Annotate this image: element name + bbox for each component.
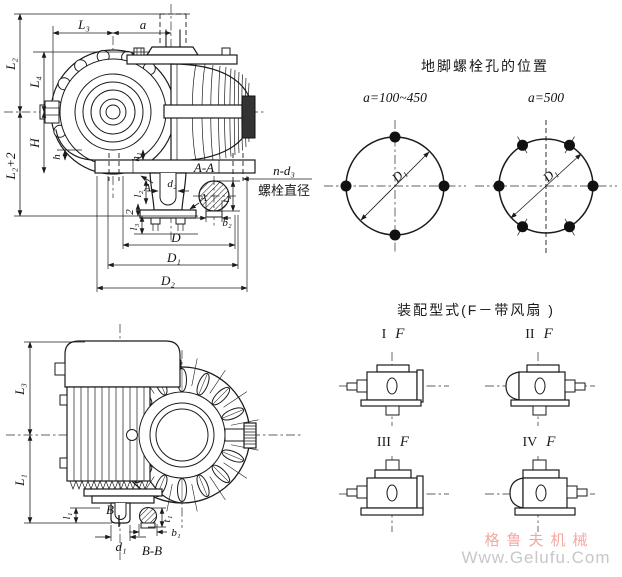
bolt-dot xyxy=(517,221,528,233)
dim-H: H xyxy=(27,138,42,149)
dim-a: a xyxy=(140,17,147,32)
section-b-b xyxy=(118,506,158,529)
fan-hub xyxy=(138,391,257,479)
bolt-dot xyxy=(438,180,450,192)
type-numeral: II xyxy=(525,327,535,342)
dim-h1: h₁ xyxy=(130,152,142,162)
bolt-figure-a500: a=500 D₁ xyxy=(470,90,622,260)
dim-L4: L₄ xyxy=(27,76,42,89)
output-shaft-detail xyxy=(139,172,197,231)
type-suffix: F xyxy=(395,326,405,342)
dim-b2: b₂ xyxy=(222,217,232,229)
plate-bolt xyxy=(133,47,145,56)
cutting-plane-label-b: B xyxy=(106,502,114,517)
dim-d1: d₁ xyxy=(115,539,126,554)
dim-D1: D₁ xyxy=(388,165,409,186)
dim-L2: L₂ xyxy=(3,58,18,71)
wheel-shaft-stub xyxy=(44,100,60,124)
gear-unit-front-view: L₃ L₁ l₁ B t₁ b₁ d₁ B-B xyxy=(6,324,302,560)
bolt-dot xyxy=(587,180,599,192)
watermark: 格鲁夫机械 Www.Gelufu.Com xyxy=(452,532,620,566)
dim-l3: l₃ xyxy=(128,223,140,230)
assembly-diagram-4 xyxy=(485,456,595,532)
dim-D1: D₁ xyxy=(539,164,560,185)
callout-n-d3: n-d₃ xyxy=(273,163,295,178)
bolt-figure-label: a=100~450 xyxy=(363,90,427,105)
dimension-labels: L₃ a L₂ L₂+2 L₄ H h h₁ l₂ 2 l₃ d₂ t₂ b₂ … xyxy=(3,17,310,288)
assembly-type-1: I F xyxy=(320,326,466,430)
grease-fitting xyxy=(126,429,138,441)
assembly-diagram-1 xyxy=(339,352,449,426)
flange-step-1 xyxy=(83,488,163,497)
assembly-type-2: II F xyxy=(466,326,612,430)
bearing-end-cap xyxy=(241,95,256,139)
flange-step-2 xyxy=(91,495,155,504)
dim-t2: t₂ xyxy=(220,195,232,202)
dim-L3: L₃ xyxy=(12,383,27,396)
input-shaft-hidden xyxy=(126,13,238,65)
dim-b1: b₁ xyxy=(171,527,181,539)
dim-L3: L₃ xyxy=(77,17,90,32)
dim-D2: D₂ xyxy=(160,273,175,288)
bolt-circle-6: D₁ xyxy=(475,120,617,254)
section-arrow-a-lower: A xyxy=(199,192,207,204)
dim-L2plus2: L₂+2 xyxy=(3,152,18,181)
dim-t1: t₁ xyxy=(161,515,173,522)
motor-top-housing xyxy=(64,340,181,388)
assembly-type-3: III F xyxy=(320,434,466,538)
adjuster-stem xyxy=(224,428,246,442)
dim-h: h xyxy=(51,154,63,160)
dim-2: 2 xyxy=(124,209,136,215)
bolt-hole-panel: 地脚螺栓孔的位置 a=100~450 D₁ a=500 xyxy=(320,56,622,260)
bolt-dot xyxy=(564,139,575,151)
bolt-dot xyxy=(389,229,401,241)
worm-wheel xyxy=(39,49,176,175)
dimension-labels: L₃ L₁ l₁ B t₁ b₁ d₁ B-B xyxy=(12,383,181,558)
worm-housing xyxy=(163,63,256,162)
watermark-url: Www.Gelufu.Com xyxy=(461,548,611,567)
assembly-diagram-3 xyxy=(339,456,449,532)
section-label-aa: A-A xyxy=(193,160,214,175)
dim-l2: l₂ xyxy=(132,190,144,197)
dim-l1: l₁ xyxy=(61,512,73,519)
top-cap xyxy=(145,46,200,56)
dim-d2: d₂ xyxy=(167,178,177,190)
dim-D1: D₁ xyxy=(166,250,181,265)
callout-bolt-diameter: 螺栓直径 xyxy=(258,183,310,198)
worm-shaft-bar xyxy=(163,104,243,119)
gear-unit-side-view: A A xyxy=(3,4,312,292)
dimension-lines xyxy=(27,341,167,540)
motor-body xyxy=(54,340,183,524)
assembly-type-4: IV F xyxy=(466,434,612,538)
bolt-figure-label: a=500 xyxy=(527,90,565,105)
dim-D: D xyxy=(170,230,181,245)
bolt-dot xyxy=(389,131,401,143)
top-plate xyxy=(126,54,238,65)
extension-lines xyxy=(14,13,248,292)
type-numeral: I xyxy=(381,327,387,342)
bolt-dot xyxy=(493,180,505,192)
section-label-bb: B-B xyxy=(142,543,162,558)
assembly-panel-title: 装配型式(F－带风扇 ) xyxy=(397,302,555,318)
type-numeral: IV xyxy=(522,435,538,450)
bolt-dot xyxy=(564,221,575,233)
bolt-figure-a100-450: a=100~450 D₁ xyxy=(320,90,470,260)
type-suffix: F xyxy=(543,326,553,342)
base-flange xyxy=(94,153,256,181)
bolt-hole-panel-title: 地脚螺栓孔的位置 xyxy=(421,58,549,74)
type-suffix: F xyxy=(399,434,410,450)
dim-L1: L₁ xyxy=(12,474,27,487)
dimension-lines xyxy=(17,13,312,291)
bolt-dot xyxy=(340,180,352,192)
watermark-brand: 格鲁夫机械 xyxy=(484,532,595,549)
section-arrow-a-upper: A xyxy=(143,182,151,194)
type-suffix: F xyxy=(546,434,556,450)
type-numeral: III xyxy=(376,435,391,450)
bolt-dot xyxy=(517,139,528,151)
assembly-panel: 装配型式(F－带风扇 ) I F xyxy=(320,300,612,538)
assembly-diagram-2 xyxy=(485,352,595,426)
bolt-circle-4: D₁ xyxy=(324,120,466,254)
